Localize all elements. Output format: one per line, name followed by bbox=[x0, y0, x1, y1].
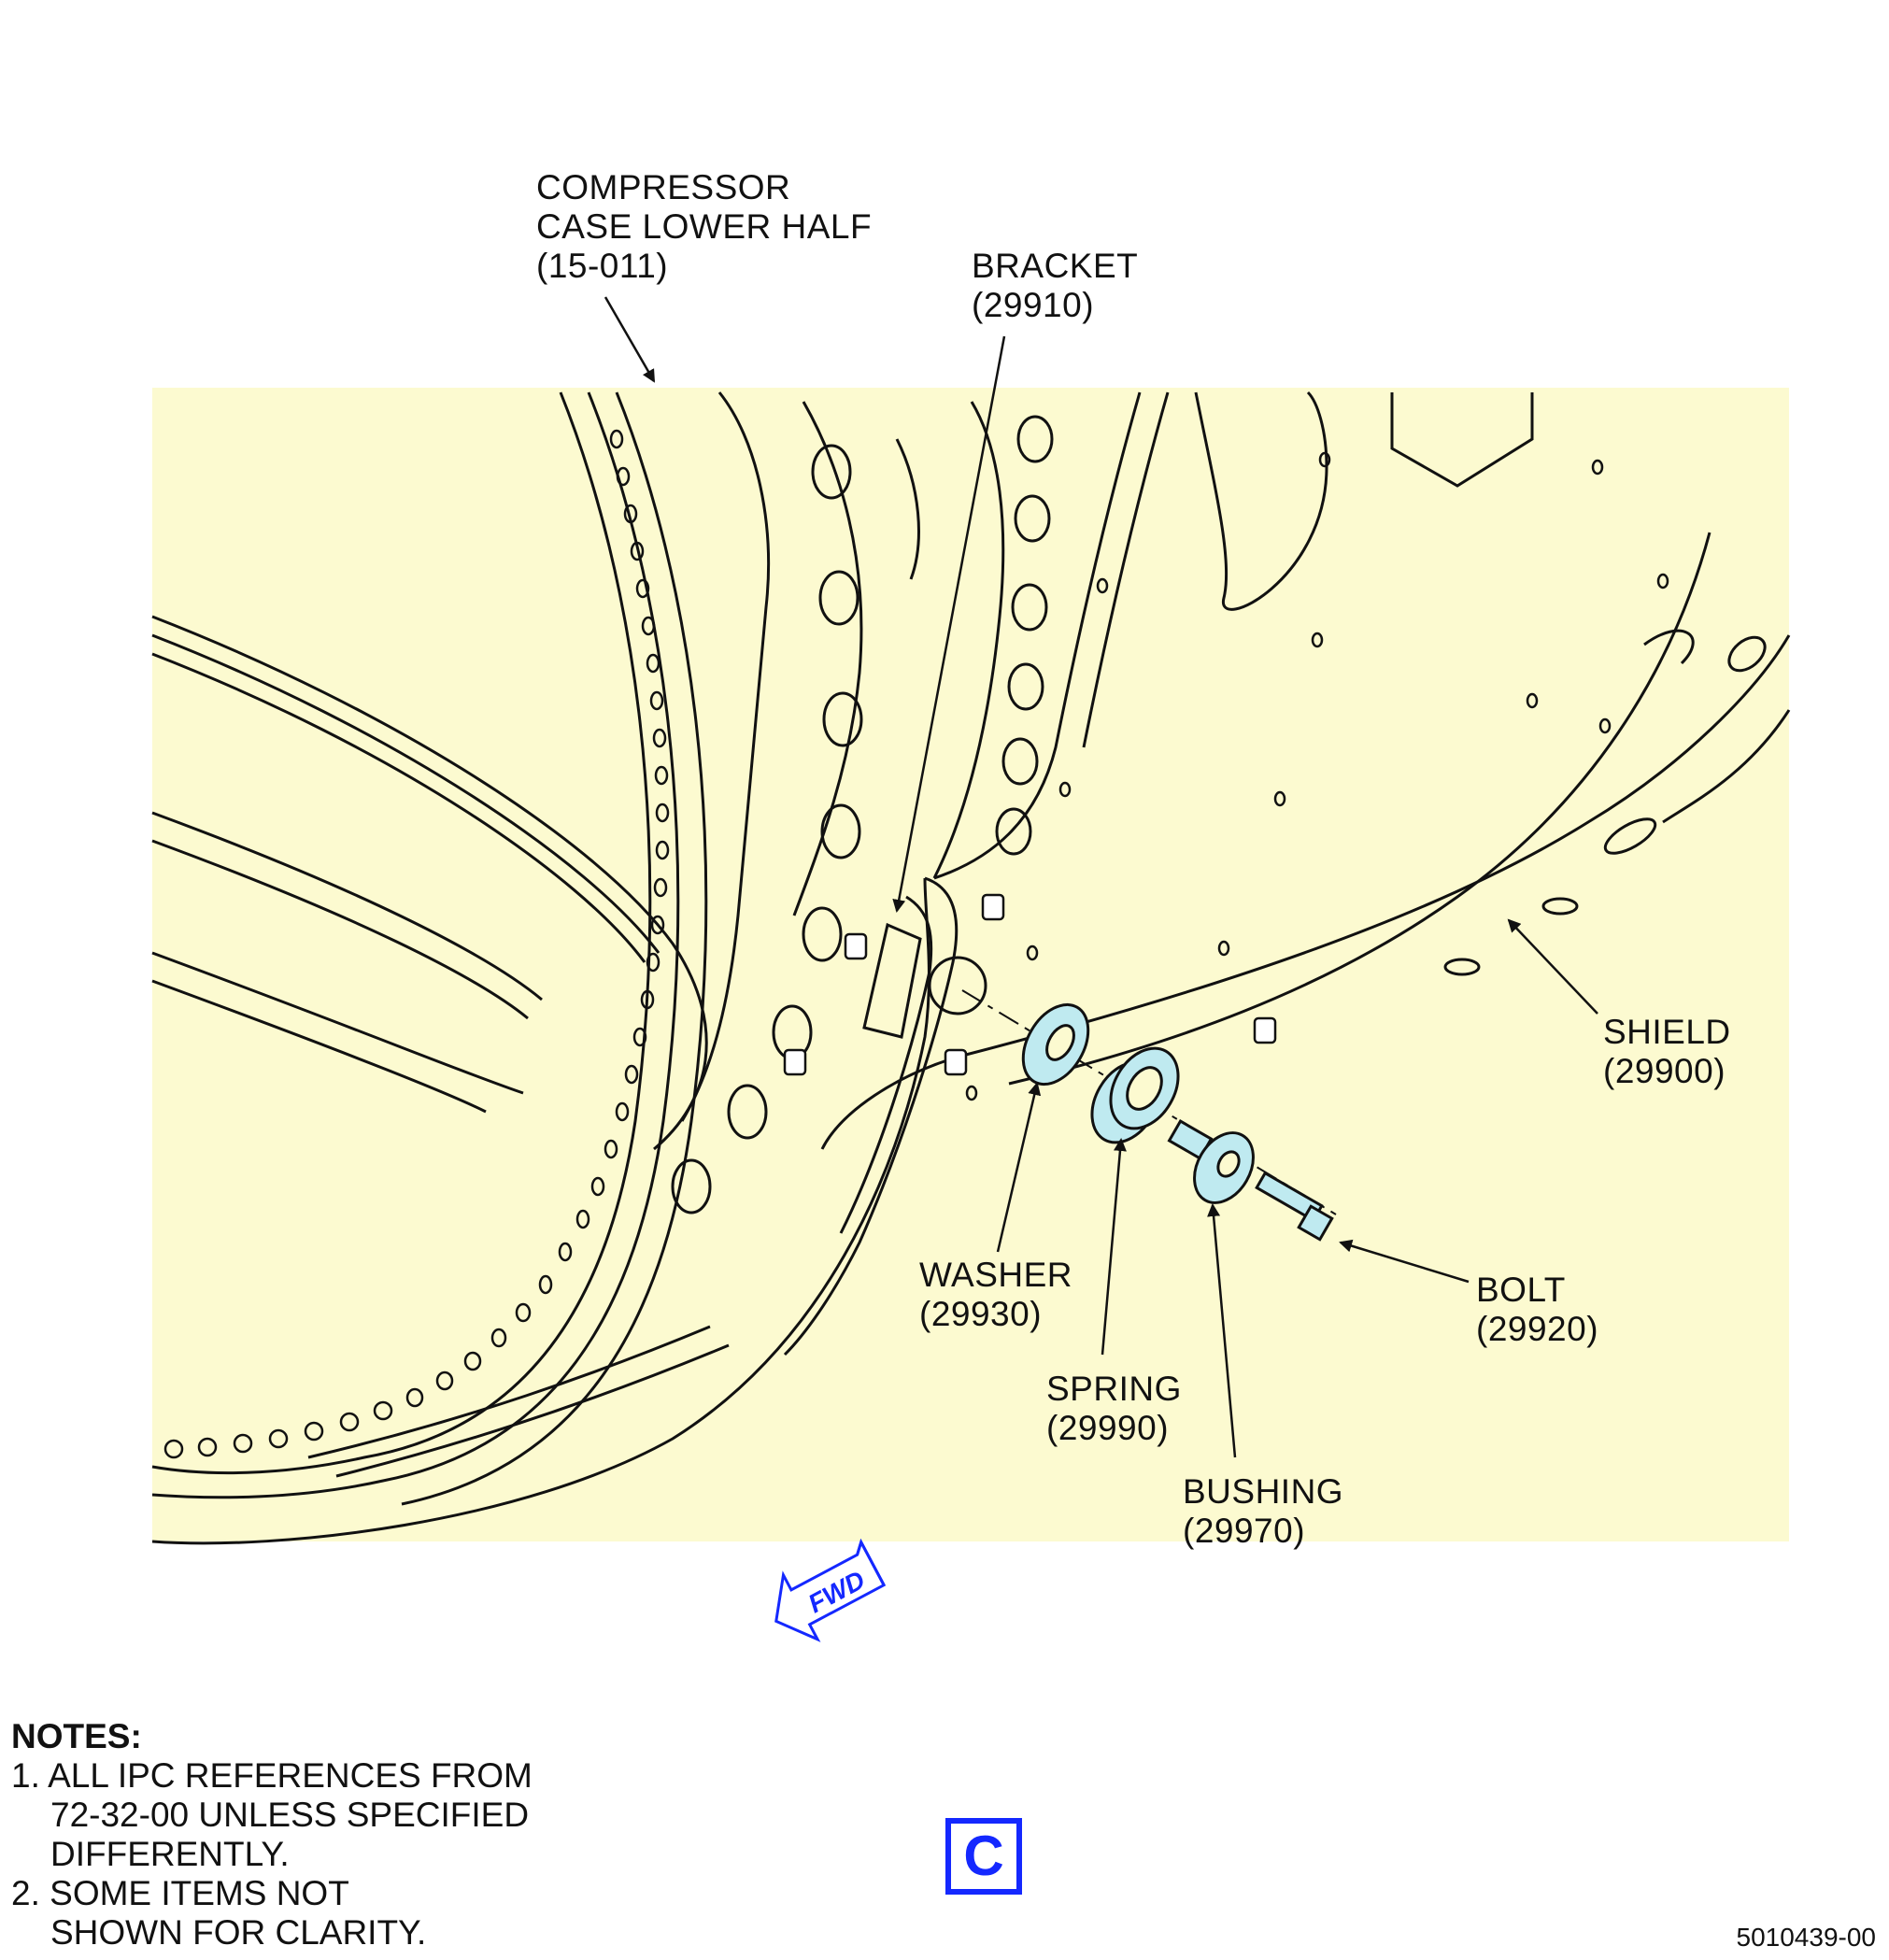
leader-bushing bbox=[1207, 1203, 1237, 1458]
leader-bracket bbox=[892, 335, 1006, 913]
leader-washer bbox=[996, 1082, 1042, 1253]
bracket-nuts bbox=[783, 893, 1277, 1076]
note-1-line-3: DIFFERENTLY. bbox=[50, 1835, 290, 1873]
leader-shield bbox=[1507, 918, 1598, 1015]
compressor-case-drawing bbox=[151, 391, 1791, 1545]
label-bracket: BRACKET (29910) bbox=[972, 247, 1139, 324]
leader-bolt bbox=[1339, 1239, 1470, 1284]
illustration-background bbox=[152, 388, 1789, 1541]
mounting-hole bbox=[928, 956, 987, 1016]
label-washer: WASHER (29930) bbox=[919, 1256, 1073, 1333]
label-shield: SHIELD (29900) bbox=[1603, 1013, 1731, 1090]
label-spring: SPRING (29990) bbox=[1046, 1370, 1182, 1447]
washer-part bbox=[1021, 1002, 1090, 1087]
figure-number: 5010439-00 bbox=[1736, 1923, 1876, 1952]
shield-rivets bbox=[965, 451, 1669, 1101]
spring-part bbox=[1090, 1046, 1180, 1144]
label-bolt: BOLT (29920) bbox=[1476, 1271, 1599, 1348]
note-2-line-2: SHOWN FOR CLARITY. bbox=[50, 1913, 427, 1952]
leader-compressor-case bbox=[604, 296, 656, 383]
shield-outline bbox=[820, 391, 1791, 1150]
note-1-line-2: 72-32-00 UNLESS SPECIFIED bbox=[50, 1796, 530, 1834]
leader-spring bbox=[1101, 1138, 1127, 1356]
view-letter-box: C bbox=[945, 1818, 1022, 1895]
notes-block: NOTES: 1. ALL IPC REFERENCES FROM 72-32-… bbox=[11, 1717, 533, 1953]
notes-header: NOTES: bbox=[11, 1717, 142, 1755]
case-port-bosses bbox=[671, 391, 1054, 1214]
note-1-line-1: 1. ALL IPC REFERENCES FROM bbox=[11, 1756, 533, 1795]
bolt-part bbox=[1255, 1171, 1334, 1242]
label-bushing: BUSHING (29970) bbox=[1183, 1472, 1344, 1550]
leader-lines bbox=[604, 296, 1598, 1458]
fwd-direction-arrow: FWD bbox=[774, 1538, 887, 1642]
hardware-exploded-stack bbox=[961, 989, 1337, 1242]
label-compressor-case: COMPRESSOR CASE LOWER HALF (15-011) bbox=[536, 168, 873, 285]
bushing-part bbox=[1167, 1119, 1255, 1204]
bolt-hole-circle bbox=[163, 429, 670, 1459]
bracket-plate bbox=[783, 876, 959, 1356]
note-2-line-1: 2. SOME ITEMS NOT bbox=[11, 1874, 349, 1912]
